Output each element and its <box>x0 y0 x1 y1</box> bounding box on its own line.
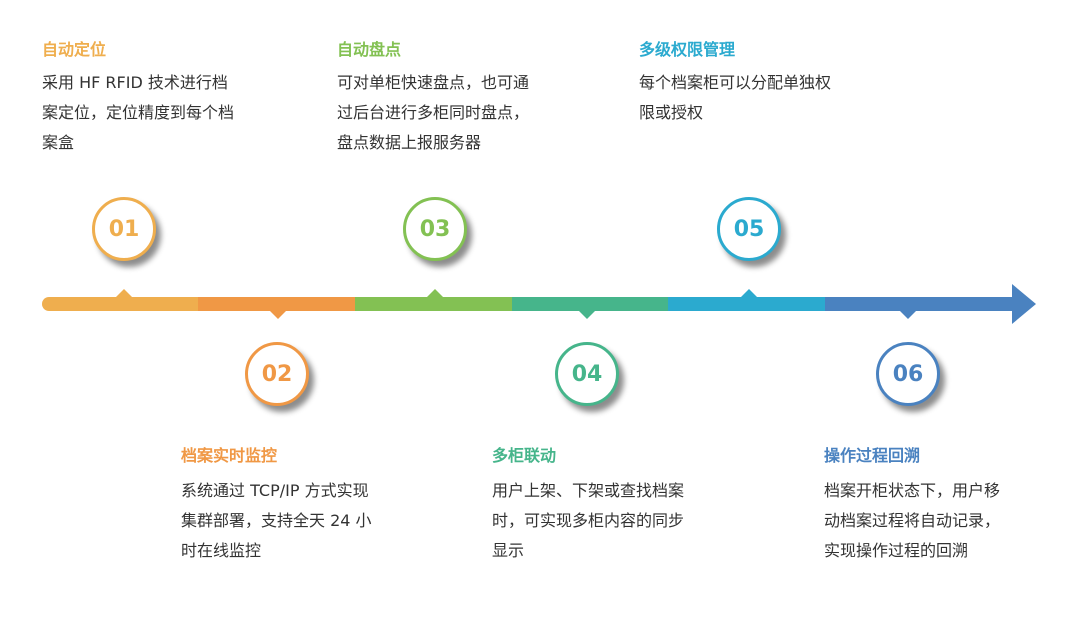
pointer-4 <box>579 311 595 319</box>
step-number: 02 <box>245 342 309 406</box>
pointer-1 <box>116 289 132 297</box>
step-desc: 每个档案柜可以分配单独权限或授权 <box>639 73 832 122</box>
segment-2 <box>198 297 356 311</box>
step-number: 01 <box>92 197 156 261</box>
segment-5 <box>668 297 826 311</box>
pointer-3 <box>427 289 443 297</box>
pointer-5 <box>741 289 757 297</box>
step-desc: 用户上架、下架或查找档案时，可实现多柜内容的同步显示 <box>492 481 685 560</box>
segment-4 <box>512 297 669 311</box>
step-title: 多柜联动 <box>492 446 557 465</box>
step-number: 03 <box>403 197 467 261</box>
segment-6 <box>825 297 1015 311</box>
step-number: 06 <box>876 342 940 406</box>
pointer-2 <box>270 311 286 319</box>
step-title: 档案实时监控 <box>181 446 278 465</box>
step-title: 自动盘点 <box>337 40 402 59</box>
step-number: 05 <box>717 197 781 261</box>
step-desc: 档案开柜状态下，用户移动档案过程将自动记录，实现操作过程的回溯 <box>824 481 1001 560</box>
step-desc: 可对单柜快速盘点，也可通过后台进行多柜同时盘点，盘点数据上报服务器 <box>337 73 530 152</box>
step-title: 多级权限管理 <box>639 40 736 59</box>
arrow-head-icon <box>1012 284 1036 324</box>
step-desc: 系统通过 TCP/IP 方式实现集群部署，支持全天 24 小时在线监控 <box>181 481 372 560</box>
step-title: 操作过程回溯 <box>824 446 921 465</box>
step-desc: 采用 HF RFID 技术进行档案定位，定位精度到每个档案盒 <box>42 73 235 152</box>
segment-3 <box>355 297 513 311</box>
step-title: 自动定位 <box>42 40 107 59</box>
step-number: 04 <box>555 342 619 406</box>
segment-1 <box>42 297 199 311</box>
pointer-6 <box>900 311 916 319</box>
